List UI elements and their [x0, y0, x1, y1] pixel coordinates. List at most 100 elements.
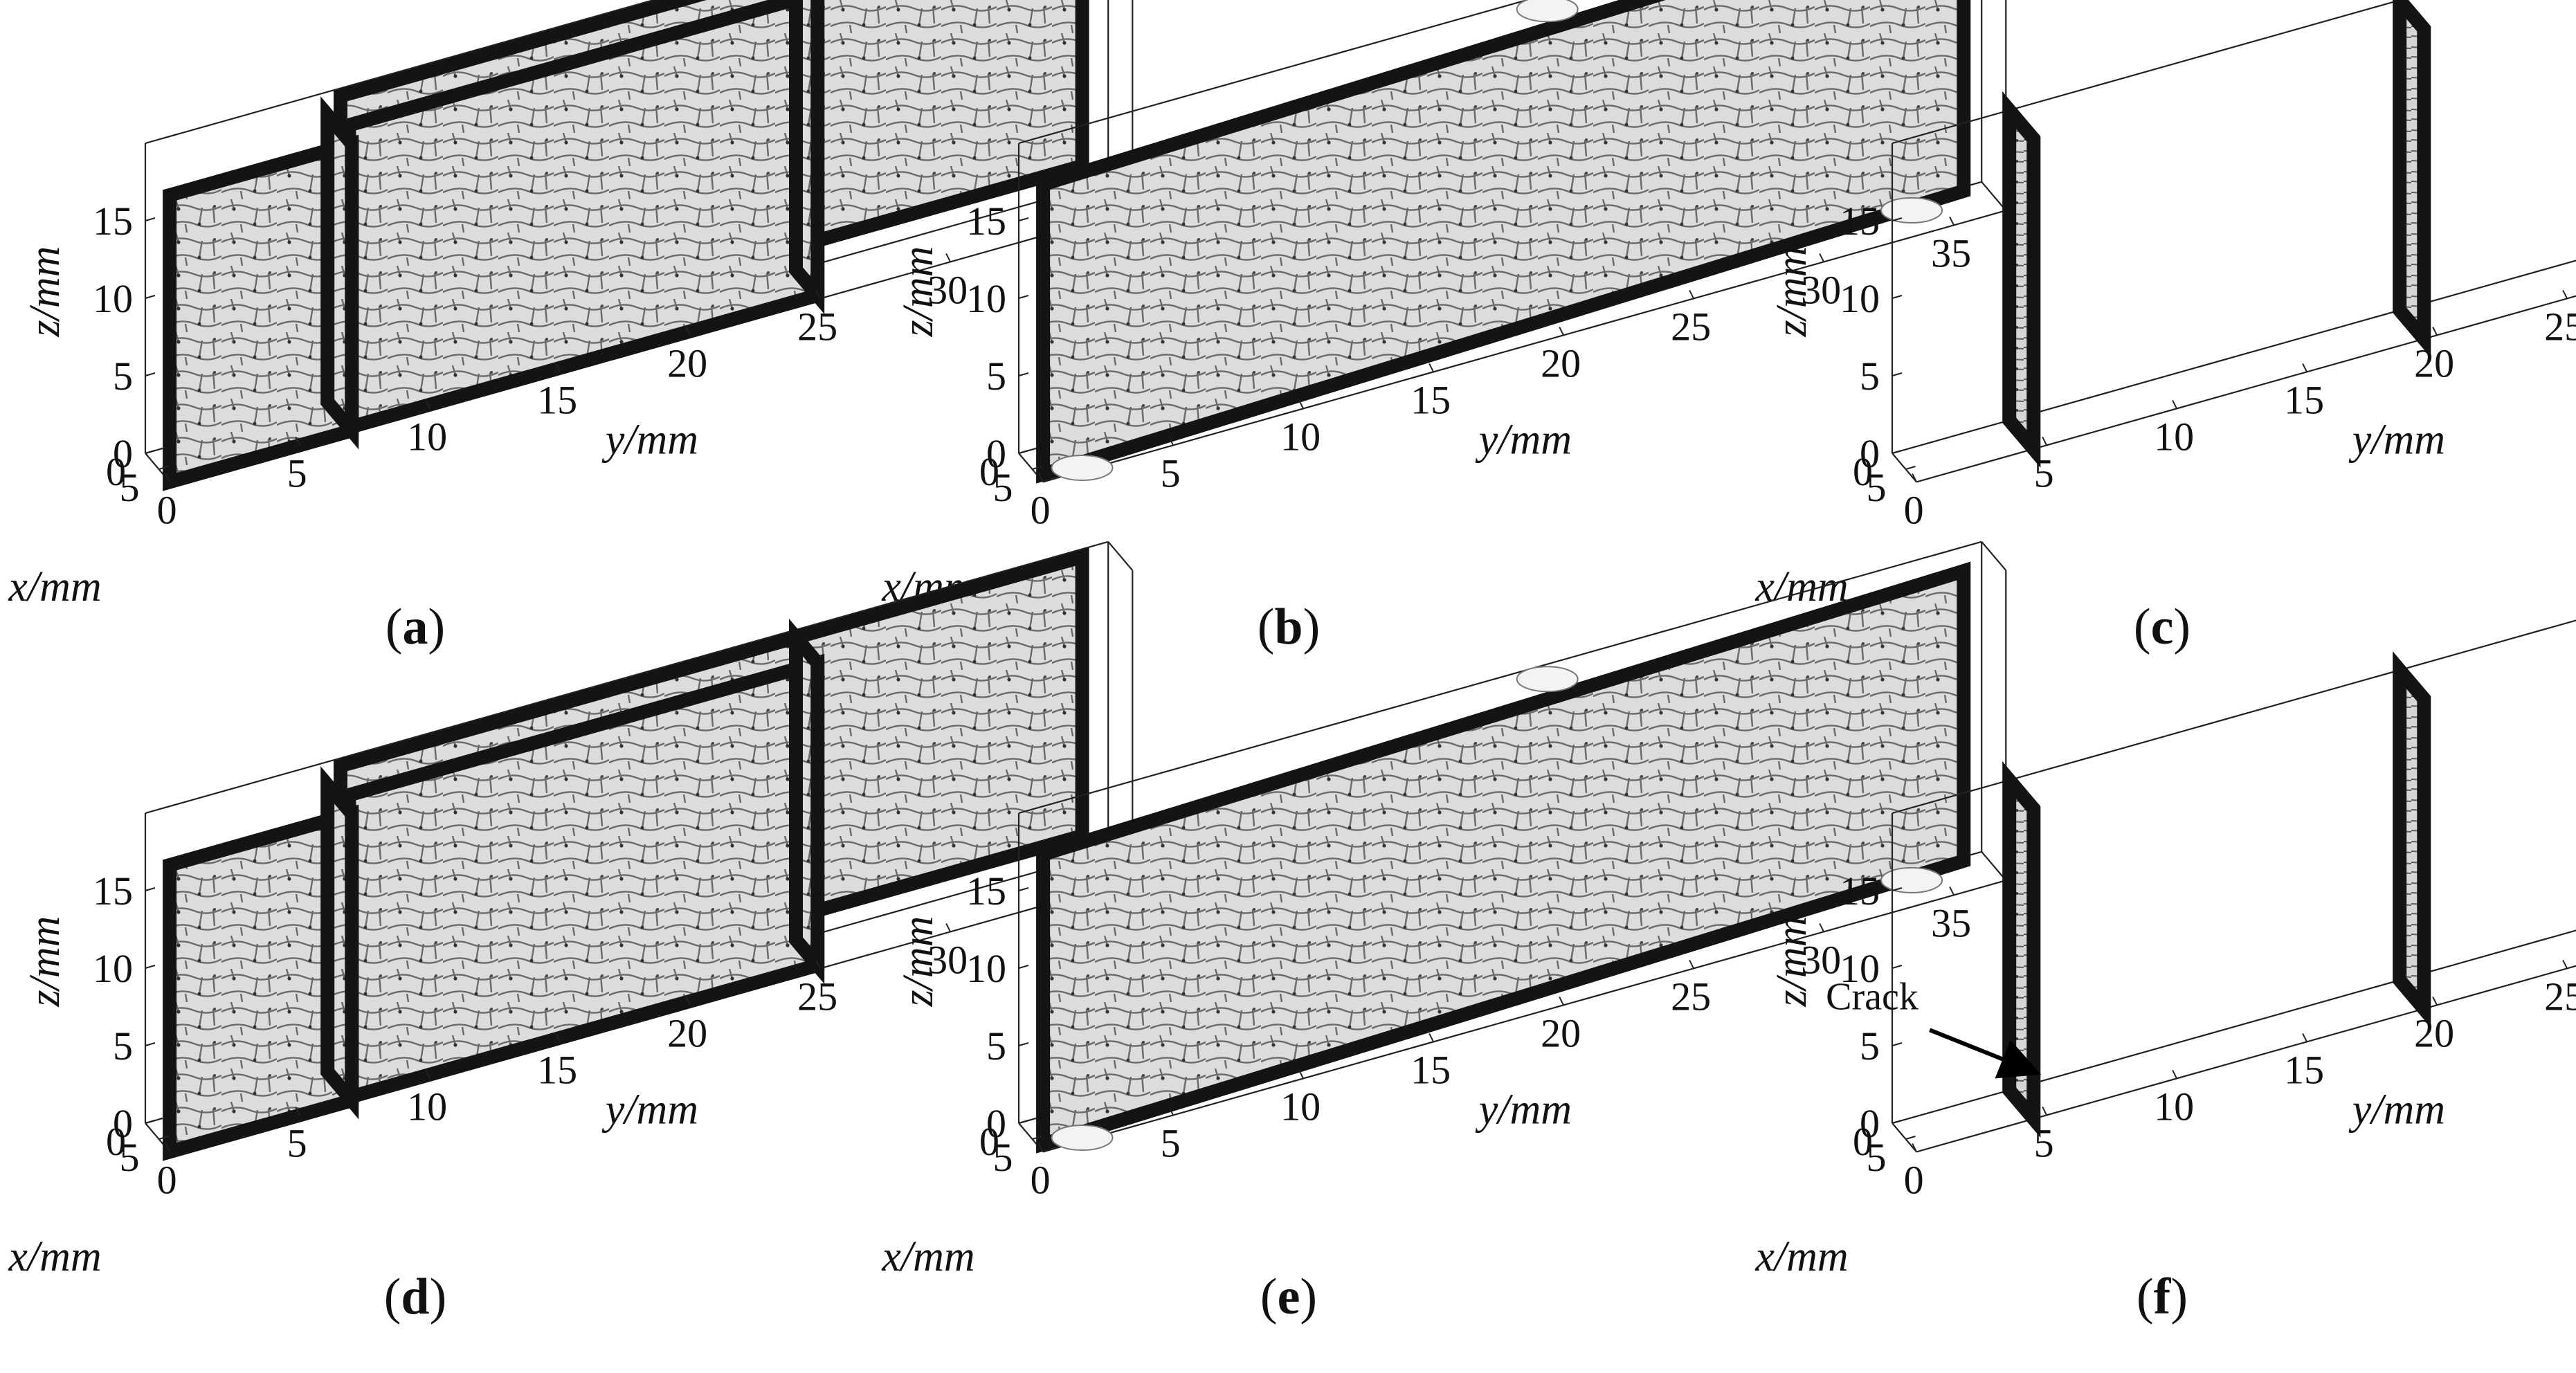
- axis-box: [1891, 0, 2576, 483]
- support-roller: [1051, 455, 1114, 482]
- y-tick-label: 20: [2414, 340, 2454, 385]
- z-tick-mark: [145, 295, 156, 299]
- y-tick-label: 25: [2544, 304, 2576, 349]
- x-tick-mark: [158, 1136, 169, 1140]
- z-tick-label: 5: [1860, 354, 1880, 399]
- y-tick-label: 10: [2154, 1084, 2194, 1129]
- y-tick-label: 0: [157, 1157, 177, 1202]
- x-axis-label: x/mm: [1754, 563, 1848, 610]
- y-tick-mark: [2432, 996, 2438, 1006]
- y-tick-label: 0: [157, 487, 177, 532]
- z-tick-label: 0: [113, 431, 133, 476]
- y-tick-label: 25: [1671, 974, 1711, 1019]
- z-tick-mark: [1018, 217, 1029, 221]
- caption-letter: b: [1274, 599, 1303, 655]
- y-tick-label: 5: [1161, 451, 1181, 495]
- support-roller: [1880, 197, 1943, 224]
- z-axis-label: z/mm: [1768, 246, 1815, 338]
- z-tick-label: 5: [113, 1024, 133, 1069]
- y-tick-label: 5: [2034, 1120, 2054, 1165]
- y-tick-mark: [1949, 886, 1954, 895]
- y-tick-label: 20: [2414, 1010, 2454, 1055]
- y-tick-mark: [295, 436, 300, 446]
- x-axis-label: x/mm: [881, 1233, 974, 1280]
- y-tick-mark: [945, 253, 951, 262]
- y-tick-mark: [2042, 436, 2047, 446]
- x-tick-mark: [1905, 1136, 1916, 1140]
- ct-slices: [1036, 561, 1971, 1154]
- y-axis-label: y/mm: [2348, 417, 2445, 464]
- front-fold-slice: [320, 96, 359, 450]
- y-tick-label: 15: [1411, 1047, 1451, 1092]
- y-tick-label: 30: [927, 937, 968, 982]
- y-tick-mark: [2562, 289, 2568, 299]
- x-tick-mark: [1018, 1120, 1029, 1124]
- x-tick-mark: [1905, 466, 1916, 470]
- y-tick-label: 10: [2154, 414, 2194, 459]
- caption-letter: f: [2154, 1269, 2172, 1325]
- z-axis-label: z/mm: [21, 916, 69, 1008]
- z-tick-label: 10: [1840, 946, 1880, 991]
- axis-line: [145, 0, 657, 145]
- z-tick-label: 15: [1840, 869, 1880, 913]
- axis-line: [1916, 295, 2576, 483]
- caption-open: (: [2137, 1269, 2154, 1325]
- caption-open: (: [2134, 599, 2151, 655]
- y-tick-label: 25: [797, 304, 837, 349]
- ct-slices: Crack: [1826, 651, 2431, 1138]
- mid-wall-slice: [342, 653, 825, 1107]
- axis-line: [1981, 181, 2007, 211]
- support-roller: [1051, 1125, 1114, 1152]
- panel-caption: (b): [1258, 599, 1320, 655]
- caption-close: ): [430, 1269, 447, 1325]
- y-tick-label: 5: [287, 1120, 307, 1165]
- y-axis-label: y/mm: [1475, 1086, 1572, 1134]
- z-tick-mark: [145, 1042, 156, 1046]
- support-roller: [1516, 666, 1579, 693]
- z-tick-mark: [1892, 295, 1903, 299]
- x-tick-mark: [158, 466, 169, 470]
- x-axis-label: x/mm: [1754, 1233, 1848, 1280]
- x-tick-label: 0: [1853, 449, 1873, 494]
- caption-letter: a: [403, 599, 428, 655]
- z-tick-label: 5: [986, 1024, 1006, 1069]
- z-tick-mark: [1892, 1042, 1903, 1046]
- y-tick-label: 5: [1161, 1120, 1181, 1165]
- z-tick-label: 10: [966, 946, 1006, 991]
- axis-line: [1107, 541, 1134, 571]
- z-tick-mark: [1018, 965, 1029, 969]
- y-tick-mark: [165, 1143, 170, 1152]
- y-tick-label: 15: [537, 1047, 577, 1092]
- x-tick-mark: [1892, 1120, 1903, 1124]
- x-tick-label: 0: [1853, 1119, 1873, 1164]
- y-tick-mark: [1689, 959, 1694, 969]
- axis-line: [1981, 851, 2007, 881]
- y-tick-mark: [1912, 473, 1917, 482]
- z-tick-label: 10: [93, 276, 133, 321]
- x-tick-mark: [145, 1120, 156, 1124]
- caption-letter: c: [2151, 599, 2174, 655]
- axis-line: [1892, 619, 2576, 815]
- z-tick-label: 15: [93, 199, 133, 244]
- y-tick-mark: [555, 363, 561, 372]
- y-tick-label: 25: [797, 974, 837, 1019]
- z-tick-mark: [1018, 1042, 1029, 1046]
- support-roller: [1880, 866, 1943, 893]
- z-tick-mark: [1018, 295, 1029, 299]
- y-tick-mark: [1298, 1069, 1304, 1079]
- z-tick-label: 15: [1840, 199, 1880, 244]
- mid-wall-slice: [342, 0, 825, 437]
- z-tick-mark: [1892, 372, 1903, 376]
- y-tick-label: 20: [667, 340, 707, 385]
- caption-open: (: [1260, 1269, 1278, 1325]
- z-tick-label: 10: [1840, 276, 1880, 321]
- caption-letter: d: [401, 1269, 429, 1325]
- z-tick-mark: [145, 887, 156, 891]
- y-tick-label: 15: [1411, 377, 1451, 422]
- y-axis-label: y/mm: [2348, 1086, 2445, 1134]
- y-tick-mark: [2172, 1069, 2177, 1079]
